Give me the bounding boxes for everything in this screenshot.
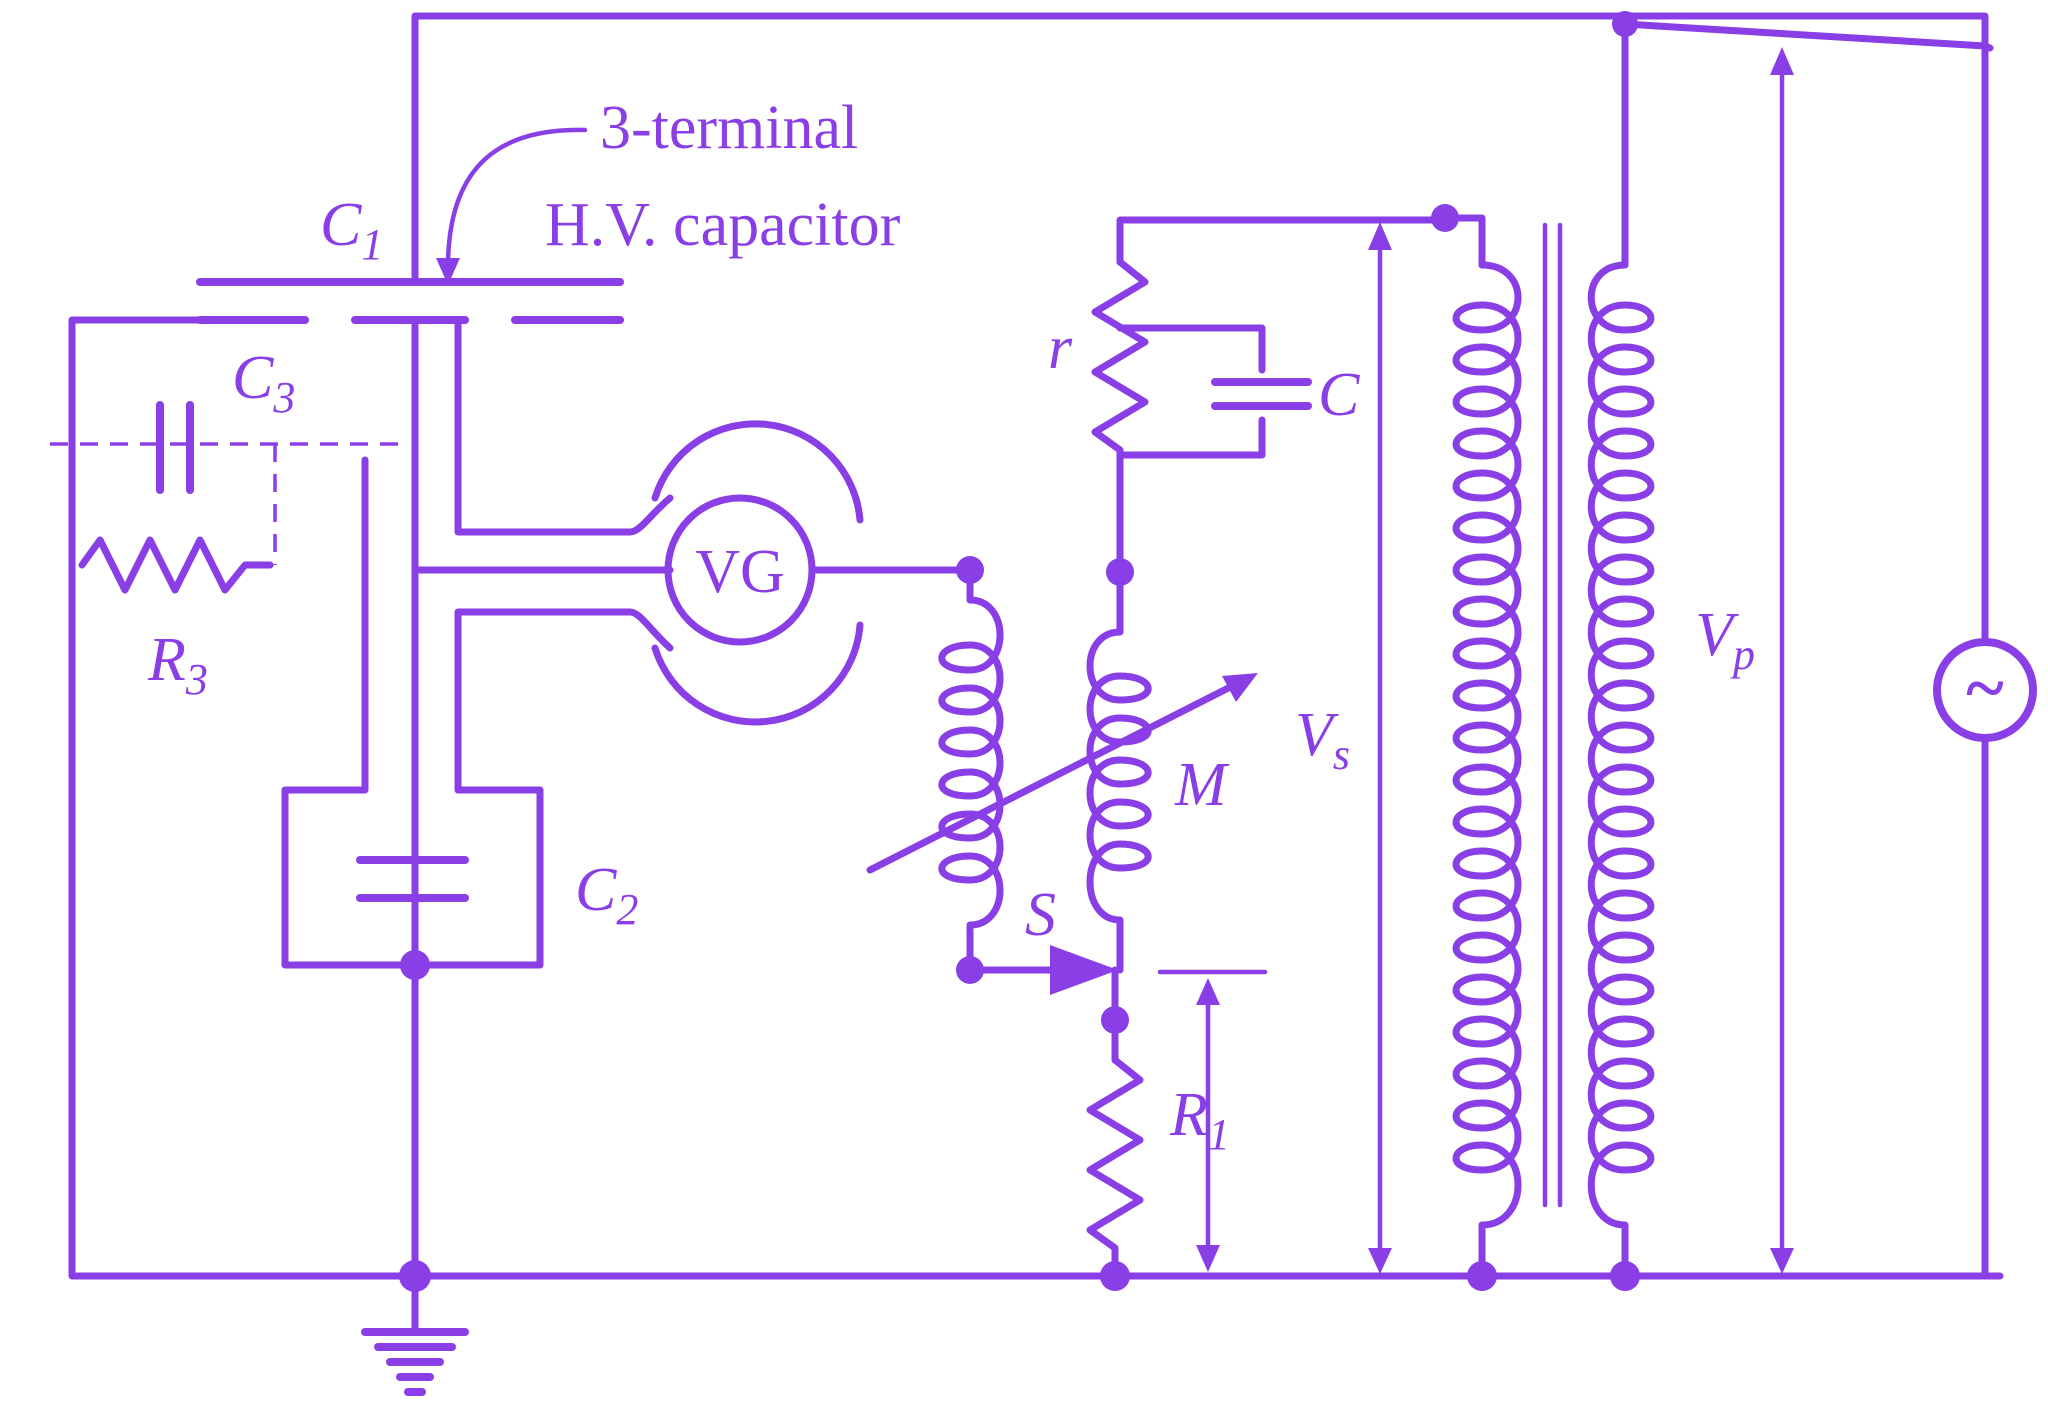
label-r: r [1048,314,1073,382]
label-m: M [1174,751,1230,819]
switch-s-arrowhead [1050,945,1118,995]
vp-arrow-bottom [1770,1248,1794,1274]
label-c1: C1 [320,191,383,269]
upper-right-wire [1116,216,1449,266]
label-s: S [1025,881,1056,949]
r3-resistor [78,536,274,594]
guard-right-vertical [454,321,674,536]
vs-arrow-bottom [1368,1248,1392,1274]
mutual-variable-arrow [866,674,1252,874]
label-vs: Vs [1295,701,1350,779]
guard-left-vertical [281,456,419,969]
junction-r1-bottom [1100,1261,1130,1291]
junction-primary-bottom [1610,1261,1640,1291]
top-wire-right [1621,20,1989,644]
label-r3: R3 [147,626,208,704]
mutual-variable-arrowhead [1222,673,1258,702]
label-c: C [1318,361,1360,429]
mutual-coil-right [1086,568,1152,974]
left-loop-wire [68,316,2004,1280]
r1-dimension-arrow-top [1196,978,1220,1005]
junction-c2 [400,950,430,980]
secondary-winding [1441,214,1522,1280]
callout-line2: H.V. capacitor [545,191,901,259]
primary-winding [1587,20,1655,1280]
mutual-coil-left [938,566,1004,974]
label-r1: R1 [1169,1081,1230,1159]
junction-secondary-bottom [1467,1261,1497,1291]
vg-guard-shield [651,420,864,726]
guard-right-lower [411,608,674,969]
vp-arrow-top [1770,47,1794,75]
label-c2: C2 [575,856,638,934]
capacitor-c-wires [1116,324,1266,459]
label-vg: VG [695,538,785,606]
callout-arrowhead [436,258,460,285]
ac-source [1933,638,2037,742]
label-c3: C3 [232,344,295,422]
resistor-r [1091,258,1149,459]
callout-line1: 3-terminal [600,94,858,162]
r1-dimension-arrow-bottom [1196,1245,1220,1272]
label-vp: Vp [1695,601,1755,679]
vs-arrow-top [1368,222,1392,250]
resistor-r1 [1086,1056,1144,1280]
ac-source-symbol: ~ [1966,648,2003,728]
callout-arrow [445,127,588,265]
